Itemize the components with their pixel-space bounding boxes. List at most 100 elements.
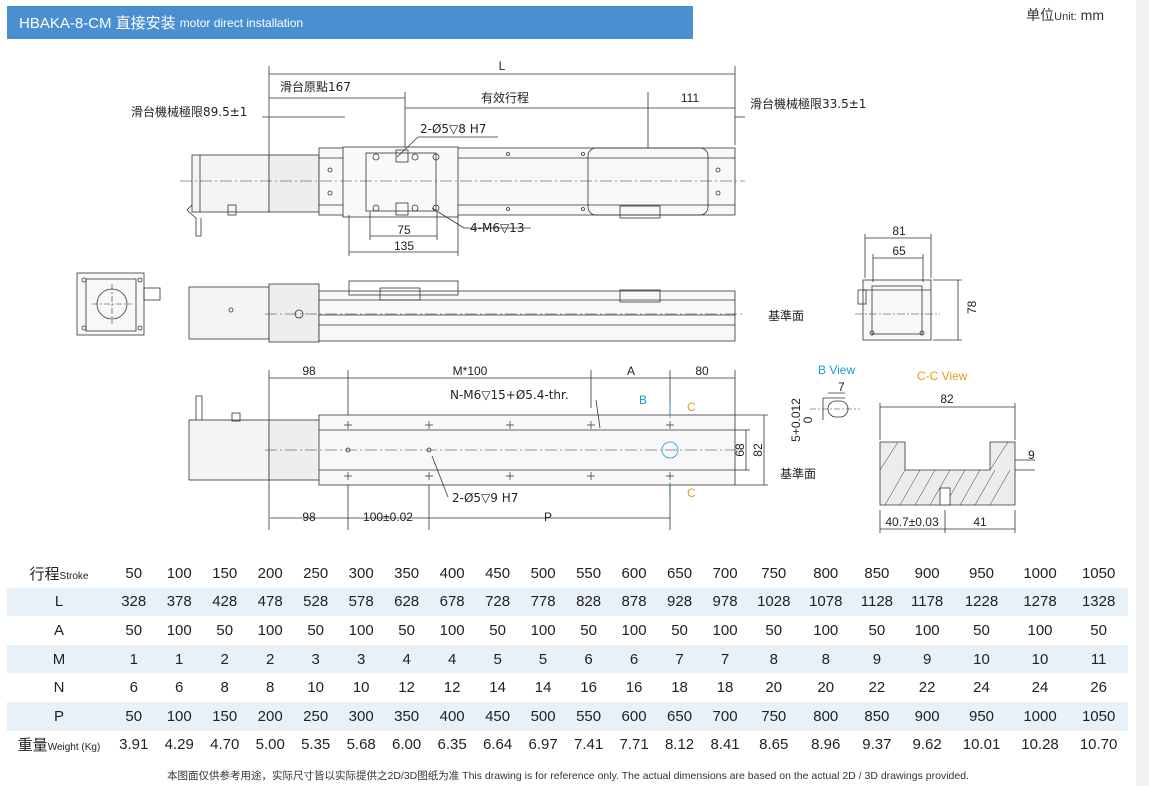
table-cell: 50 [1090, 621, 1107, 639]
table-cell: 378 [156, 587, 202, 617]
table-cell: 50 [125, 621, 143, 639]
table-cell: 10 [952, 644, 1011, 674]
table-cell: 6 [129, 679, 138, 697]
table-cell: 50 [671, 621, 688, 639]
dim-100: 100±0.02 [363, 510, 413, 524]
table-cell: 3.91 [119, 736, 149, 754]
table-cell: 400 [439, 564, 465, 582]
table-cell: 4 [383, 644, 430, 674]
table-cell: 6.97 [528, 736, 558, 754]
table-cell: 6 [565, 644, 612, 674]
table-cell: 250 [292, 701, 339, 731]
table-cell: 450 [485, 564, 511, 582]
table-cell: 8 [747, 644, 800, 674]
table-cell: 100 [439, 621, 465, 639]
table-cell: 950 [969, 564, 995, 582]
row-header: L [7, 587, 111, 617]
table-cell: 12 [443, 679, 461, 697]
table-cell: 16 [580, 679, 597, 697]
table-cell: 10 [1010, 644, 1070, 674]
dim-98a: 98 [302, 364, 316, 378]
table-cell: 350 [394, 564, 420, 582]
table-cell: 50 [125, 564, 143, 582]
table-cell: 100 [166, 621, 192, 639]
table-cell: 12 [398, 679, 415, 697]
table-cell: 24 [1031, 679, 1049, 697]
table-cell: 50 [398, 621, 415, 639]
table-cell: 100 [530, 621, 556, 639]
table-cell: 26 [1090, 679, 1107, 697]
dim-9: 9 [1028, 448, 1035, 462]
dim-135: 135 [394, 239, 414, 253]
table-cell: 300 [348, 564, 374, 582]
table-cell: 1078 [799, 587, 852, 617]
row-label: A [53, 621, 64, 639]
table-cell: 7 [656, 644, 703, 674]
table-cell: 100 [621, 621, 647, 639]
dim-A: A [627, 364, 635, 378]
row-header: 行程Stroke [7, 559, 111, 588]
table-cell: 5.00 [255, 736, 285, 754]
table-cell: 9 [851, 644, 903, 674]
table-cell: 1 [111, 644, 157, 674]
table-cell: 4 [429, 644, 475, 674]
table-cell: 2 [201, 644, 248, 674]
table-cell: 1178 [902, 587, 953, 617]
table-cell: 4.29 [164, 736, 194, 754]
unit-label: 单位Unit: mm [1026, 5, 1104, 25]
row-label: M [52, 650, 66, 668]
table-cell: 1278 [1010, 587, 1070, 617]
table-cell: 150 [201, 701, 248, 731]
dim-81: 81 [892, 224, 906, 238]
table-cell: 24 [973, 679, 990, 697]
table-cell: 650 [667, 564, 693, 582]
table-cell: 8 [799, 644, 852, 674]
unit-small: Unit: [1054, 11, 1077, 23]
table-cell: 400 [429, 701, 475, 731]
table-cell: 50 [216, 621, 234, 639]
row-label-small: Stroke [59, 570, 89, 582]
table-cell: 850 [864, 564, 890, 582]
dim-m100: M*100 [453, 364, 488, 378]
table-cell: 7.41 [573, 736, 604, 754]
table-cell: 100 [813, 621, 839, 639]
table-cell: 500 [530, 564, 556, 582]
row-label: 重量 [17, 737, 48, 755]
table-cell: 1000 [1023, 564, 1057, 582]
dim-origin: 滑台原點167 [280, 79, 351, 94]
table-cell: 578 [338, 587, 384, 617]
table-cell: 1000 [1010, 701, 1070, 731]
dim-78: 78 [965, 300, 979, 314]
dim-80: 80 [695, 364, 709, 378]
dim-82: 82 [751, 443, 765, 457]
note-pin-hole: 2-Ø5▽8 H7 [420, 122, 486, 136]
row-label: N [53, 679, 65, 697]
table-cell: 1328 [1069, 587, 1128, 617]
table-cell: 100 [156, 701, 202, 731]
row-label-small: Weight (Kg) [47, 742, 101, 754]
table-cell: 4.70 [210, 736, 240, 754]
table-cell: 1128 [851, 587, 903, 617]
table-cell: 5 [474, 644, 521, 674]
table-cell: 1028 [747, 587, 800, 617]
dim-limit-left: 滑台機械極限89.5±1 [131, 104, 247, 119]
table-cell: 11 [1069, 644, 1128, 674]
table-cell: 1228 [952, 587, 1011, 617]
table-cell: 500 [520, 701, 566, 731]
table-cell: 6 [611, 644, 657, 674]
table-cell: 5.35 [301, 736, 331, 754]
b-view-title: B View [818, 363, 855, 377]
table-cell: 9.37 [862, 736, 892, 754]
table-cell: 750 [747, 701, 800, 731]
table-cell: 300 [338, 701, 384, 731]
page-edge [1136, 0, 1149, 786]
table-cell: 9 [902, 644, 953, 674]
table-cell: 6.64 [483, 736, 513, 754]
table-cell: 50 [580, 621, 597, 639]
table-cell: 900 [902, 701, 953, 731]
